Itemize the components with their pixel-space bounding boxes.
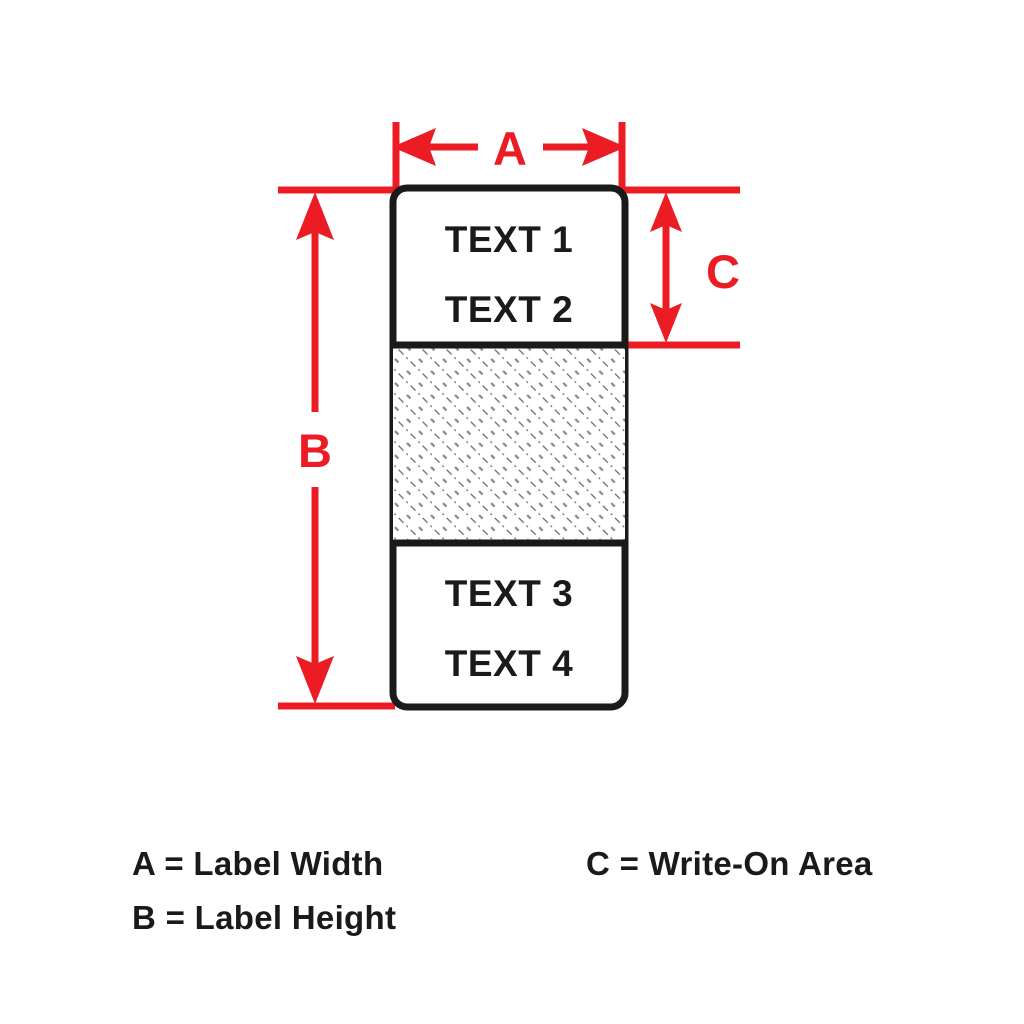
label-line-text-4: TEXT 4	[445, 643, 573, 684]
label-line-text-2: TEXT 2	[445, 289, 573, 330]
legend-entry-b: B = Label Height	[132, 899, 396, 936]
write-on-zone-group	[393, 345, 625, 543]
label-line-text-1: TEXT 1	[445, 219, 573, 260]
dimension-a: A	[392, 122, 626, 175]
dimension-c: C	[650, 192, 740, 343]
dimension-b-arrowhead-top	[296, 192, 334, 240]
dimension-c-arrowhead-bottom	[650, 303, 682, 343]
dimension-c-letter: C	[706, 245, 740, 298]
dimension-b-arrowhead-bottom	[296, 656, 334, 704]
dimension-b: B	[296, 192, 334, 704]
legend-entry-a: A = Label Width	[132, 845, 383, 882]
dimension-a-arrowhead-right	[582, 128, 626, 166]
write-on-area-hatch	[393, 345, 625, 543]
label-line-text-3: TEXT 3	[445, 573, 573, 614]
dimension-a-letter: A	[493, 122, 527, 175]
legend: A = Label Width B = Label Height C = Wri…	[132, 845, 873, 936]
dimension-a-arrowhead-left	[392, 128, 436, 166]
legend-entry-c: C = Write-On Area	[586, 845, 873, 882]
dimension-c-arrowhead-top	[650, 192, 682, 232]
dimension-b-letter: B	[298, 424, 332, 477]
label-body: TEXT 1 TEXT 2 TEXT 3 TEXT 4	[389, 184, 629, 711]
